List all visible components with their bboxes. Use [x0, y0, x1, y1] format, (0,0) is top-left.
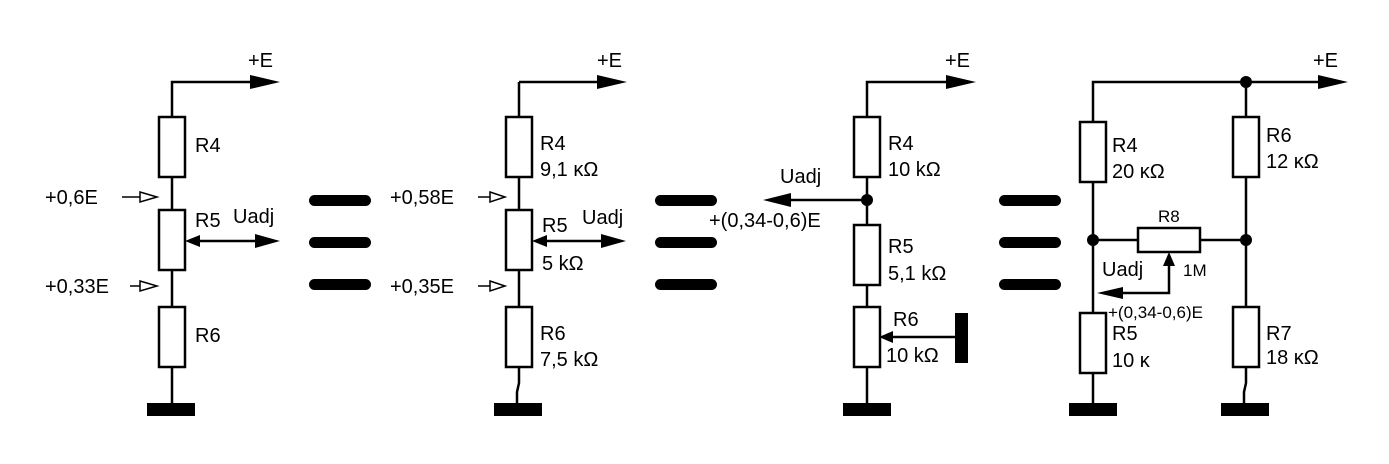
r5-label-2: R5 — [542, 215, 568, 237]
wiper-arrow-2 — [532, 235, 547, 247]
supply-arrow-2 — [597, 75, 627, 89]
resistor-r8-4 — [1136, 226, 1202, 254]
wiper-arrow-4 — [1163, 252, 1175, 266]
supply-arrow-3 — [946, 75, 976, 89]
r6-label-4: R6 — [1266, 125, 1292, 147]
r6-label-3: R6 — [893, 309, 919, 331]
r7-value-4: 18 κΩ — [1266, 347, 1319, 369]
r7-label-4: R7 — [1266, 323, 1292, 345]
resistor-r4-2 — [504, 115, 534, 179]
uadj-label-1: Uadj — [233, 206, 274, 228]
r4-label-3: R4 — [888, 133, 914, 155]
resistor-r5-4 — [1078, 311, 1108, 375]
circuit-2: +E R4 9,1 κΩ R5 5 kΩ Uadj R6 7,5 kΩ +0,5… — [390, 50, 627, 416]
output-arrow-4 — [1097, 287, 1123, 299]
r6-label-2: R6 — [540, 323, 566, 345]
supply-label-3: +E — [945, 50, 970, 72]
resistor-r5-3 — [852, 223, 882, 287]
r6-value-4: 12 κΩ — [1266, 151, 1319, 173]
r8-value-4: 1M — [1183, 261, 1207, 280]
uadj-label-4: Uadj — [1102, 259, 1143, 281]
r4-label-4: R4 — [1112, 135, 1138, 157]
circuit-3: +E R4 10 kΩ R5 5,1 kΩ R6 10 kΩ Uadj +(0,… — [709, 50, 976, 416]
v-bottom-label-1: +0,33E — [45, 276, 109, 298]
r5-label-3: R5 — [888, 236, 914, 258]
r4-value-3: 10 kΩ — [888, 159, 941, 181]
supply-label-4: +E — [1313, 50, 1338, 72]
v-bottom-label-2: +0,35E — [390, 276, 454, 298]
equivalence-sign-2 — [655, 195, 717, 290]
output-arrow-1 — [255, 234, 280, 248]
v-top-marker-2 — [489, 190, 508, 204]
wiper-short-bar-3 — [955, 313, 968, 363]
r8-label-4: R8 — [1158, 207, 1180, 226]
r6-label-1: R6 — [195, 325, 221, 347]
output-arrow-3 — [763, 193, 791, 207]
ground-3 — [843, 403, 891, 416]
resistor-r5-2 — [504, 208, 534, 272]
r5-label-1: R5 — [195, 210, 221, 232]
output-arrow-2 — [601, 234, 626, 248]
equivalence-sign-3 — [999, 195, 1061, 290]
supply-arrow-4 — [1318, 75, 1348, 89]
r4-value-4: 20 κΩ — [1112, 161, 1165, 183]
circuit-1: +E R4 R5 R6 Uadj +0,6E +0,33E — [45, 50, 280, 416]
r5-value-4: 10 κ — [1112, 350, 1151, 372]
r5-label-4: R5 — [1112, 323, 1138, 345]
resistor-r5-1 — [157, 208, 187, 272]
ground-1 — [147, 403, 195, 416]
resistor-r4-4 — [1078, 120, 1108, 184]
resistor-r4-3 — [852, 115, 882, 179]
uadj-label-2: Uadj — [582, 207, 623, 229]
r5-value-2: 5 kΩ — [542, 253, 584, 275]
supply-label-2: +E — [597, 50, 622, 72]
resistor-r6-2 — [504, 305, 534, 369]
ground-2 — [494, 403, 542, 416]
v-top-label-1: +0,6E — [45, 187, 98, 209]
uadj-label-3: Uadj — [780, 166, 821, 188]
r5-value-3: 5,1 kΩ — [888, 263, 946, 285]
supply-arrow-1 — [250, 75, 280, 89]
r4-value-2: 9,1 κΩ — [540, 159, 598, 181]
wiper-arrow-1 — [185, 235, 200, 247]
r6-value-2: 7,5 kΩ — [540, 349, 598, 371]
range-label-4: +(0,34-0,6)E — [1108, 303, 1203, 322]
resistor-r6-1 — [157, 305, 187, 369]
v-bottom-marker-2 — [489, 279, 508, 293]
v-top-marker-1 — [139, 190, 160, 204]
wiper-arrow-3 — [879, 331, 893, 343]
resistor-r7-4 — [1231, 305, 1261, 369]
resistor-r6-4 — [1231, 115, 1261, 179]
circuit-4: +E R4 20 κΩ R6 12 κΩ R8 1M Uadj +(0,34-0… — [1069, 50, 1348, 416]
resistor-r4-1 — [157, 115, 187, 179]
ground-left-4 — [1069, 403, 1117, 416]
r4-label-2: R4 — [540, 133, 566, 155]
r6-value-3: 10 kΩ — [886, 345, 939, 367]
resistor-r6-3 — [852, 305, 882, 369]
range-label-3: +(0,34-0,6)E — [709, 210, 821, 232]
r4-label-1: R4 — [195, 135, 221, 157]
equivalence-sign-1 — [309, 195, 371, 290]
v-bottom-marker-1 — [139, 279, 160, 293]
v-top-label-2: +0,58E — [390, 187, 454, 209]
supply-label-1: +E — [248, 50, 273, 72]
ground-right-4 — [1221, 403, 1269, 416]
